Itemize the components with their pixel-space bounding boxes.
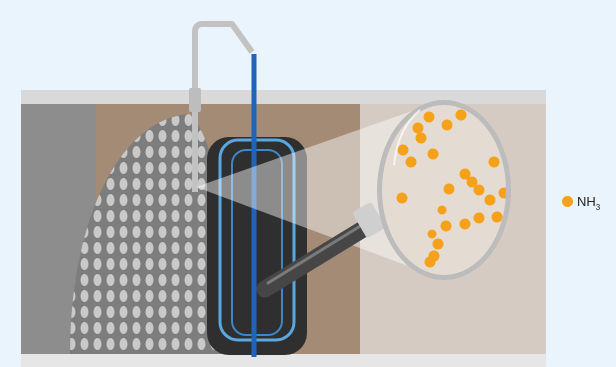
legend-label-text: NH [577, 193, 596, 209]
nh3-particle [473, 212, 485, 224]
nh3-particle [466, 176, 478, 188]
sensor-unit [207, 137, 307, 355]
nh3-particle [459, 168, 471, 180]
magnifier-collar [353, 202, 385, 238]
nh3-particle [443, 183, 455, 195]
nh3-particle [491, 211, 503, 223]
nh3-particles [396, 109, 506, 270]
nh3-particle [440, 220, 452, 232]
magnifier-handle [256, 217, 377, 298]
sensor-ring-inner [231, 149, 283, 336]
sensor-ring [218, 138, 296, 342]
nh3-particle [405, 156, 417, 168]
legend: NH3 [562, 191, 601, 212]
nh3-particle [424, 256, 436, 268]
magnifier-view-beam [196, 104, 446, 280]
nh3-particle [455, 109, 467, 121]
legend-label: NH3 [577, 193, 601, 212]
nh3-particle [441, 119, 453, 131]
nh3-particle [473, 184, 485, 196]
nh3-marker-icon [562, 195, 573, 207]
nh3-particle [423, 111, 435, 123]
lens-glare [393, 109, 421, 166]
nh3-particle [412, 122, 424, 134]
nh3-particle [498, 187, 506, 199]
pipe-nozzle [192, 112, 198, 192]
nh3-particle [396, 192, 408, 204]
sample-pipe-gray [192, 21, 255, 88]
nh3-particle [427, 229, 437, 239]
nh3-particle [437, 205, 447, 215]
nh3-particle [415, 132, 427, 144]
nh3-particle [488, 156, 500, 168]
pipe-fitting [189, 88, 201, 112]
nh3-particle [427, 148, 439, 160]
floor [21, 354, 546, 367]
nh3-particle [484, 194, 496, 206]
ceiling [21, 90, 546, 104]
legend-label-subscript: 3 [595, 202, 601, 212]
nh3-particle [459, 218, 471, 230]
dome-perforations [70, 114, 231, 354]
nh3-particle [432, 238, 444, 250]
magnifying-glass-icon [256, 100, 511, 298]
nh3-particle [397, 144, 409, 156]
magnifier-handle-shine [266, 223, 364, 285]
